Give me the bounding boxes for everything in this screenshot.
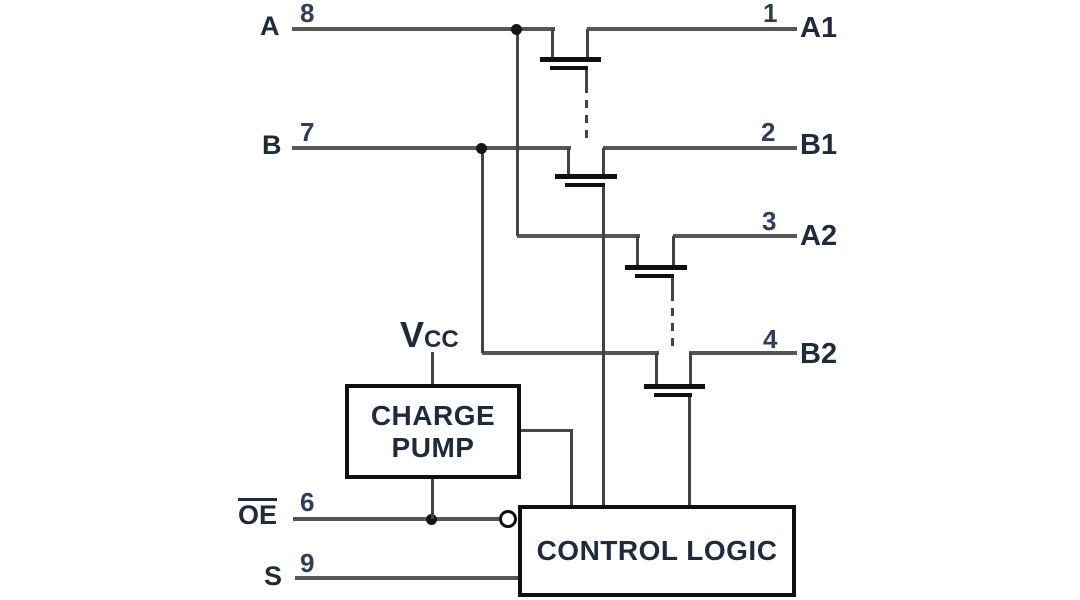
wire-a1 — [587, 27, 797, 31]
pin-number-7: 7 — [300, 117, 315, 147]
t1-gate-dashed-link — [585, 85, 588, 145]
t2-drain-stub — [602, 148, 605, 177]
pin-number-9: 9 — [300, 548, 315, 578]
pin-number-8: 8 — [300, 0, 315, 28]
t3-channel-bar — [625, 265, 687, 270]
charge-pump-label-line1: CHARGE — [370, 399, 496, 431]
pin-label-a: A — [260, 11, 280, 41]
vcc-stem-wire — [431, 352, 434, 385]
vcc-subscript: CC — [424, 326, 459, 353]
t1-source-stub — [551, 29, 554, 60]
pin-number-3: 3 — [762, 206, 777, 236]
pin-label-oe: OE — [238, 498, 278, 530]
t3-gate-plate — [635, 274, 674, 278]
t2-channel-bar — [555, 174, 617, 179]
oe-inverter-bubble-icon — [499, 510, 517, 528]
vcc-label: VCC — [400, 317, 459, 353]
t1-gate-stub — [585, 70, 588, 85]
wire-a2-feed — [517, 234, 640, 238]
junction-dot-a — [511, 24, 522, 35]
control-logic-label: CONTROL LOGIC — [536, 535, 778, 566]
charge-pump-output-wire-h — [519, 429, 573, 432]
wire-b1 — [603, 146, 797, 150]
wire-oe — [293, 517, 499, 521]
t1-channel-bar — [540, 57, 601, 62]
t4-source-stub — [655, 353, 658, 387]
junction-dot-b — [476, 143, 487, 154]
t2-gate-plate — [565, 183, 605, 187]
vcc-symbol: V — [400, 314, 425, 355]
charge-pump-output-wire-v — [570, 429, 573, 507]
t4-gate-plate — [654, 393, 692, 397]
oe-overline-text: OE — [238, 498, 278, 530]
pin-label-a1: A1 — [800, 12, 838, 44]
t4-gate-control-wire — [688, 397, 691, 507]
t2-gate-control-wire — [602, 187, 605, 507]
wire-b — [292, 146, 571, 150]
t2-source-stub — [567, 148, 570, 177]
t3-drain-stub — [672, 236, 675, 268]
t3-gate-dashed-link — [671, 293, 674, 350]
control-logic-block: CONTROL LOGIC — [518, 505, 796, 597]
pin-number-1: 1 — [763, 0, 778, 28]
wire-a2 — [673, 234, 797, 238]
wire-b-branch-vertical — [481, 148, 484, 353]
pin-label-s: S — [264, 561, 283, 591]
pin-number-2: 2 — [761, 117, 776, 147]
pin-number-4: 4 — [763, 324, 778, 354]
pin-label-b1: B1 — [800, 129, 838, 161]
pin-number-6: 6 — [300, 487, 315, 517]
wire-s — [295, 576, 520, 580]
junction-dot-oe — [426, 514, 437, 525]
pin-label-a2: A2 — [800, 220, 838, 252]
wire-b2 — [689, 351, 797, 355]
charge-pump-label-line2: PUMP — [391, 431, 475, 463]
wire-a-branch-vertical — [516, 29, 519, 236]
t4-channel-bar — [644, 384, 705, 389]
charge-pump-block: CHARGE PUMP — [345, 384, 521, 479]
wire-b2-feed — [482, 351, 659, 355]
t1-gate-plate — [550, 66, 588, 70]
t3-gate-stub — [671, 278, 674, 293]
t1-drain-stub — [586, 29, 589, 60]
wire-a — [292, 27, 555, 31]
charge-pump-to-oe-wire — [431, 478, 434, 519]
pin-label-b2: B2 — [800, 338, 838, 370]
t4-drain-stub — [689, 353, 692, 387]
pin-label-b: B — [262, 130, 282, 160]
t3-source-stub — [636, 236, 639, 268]
